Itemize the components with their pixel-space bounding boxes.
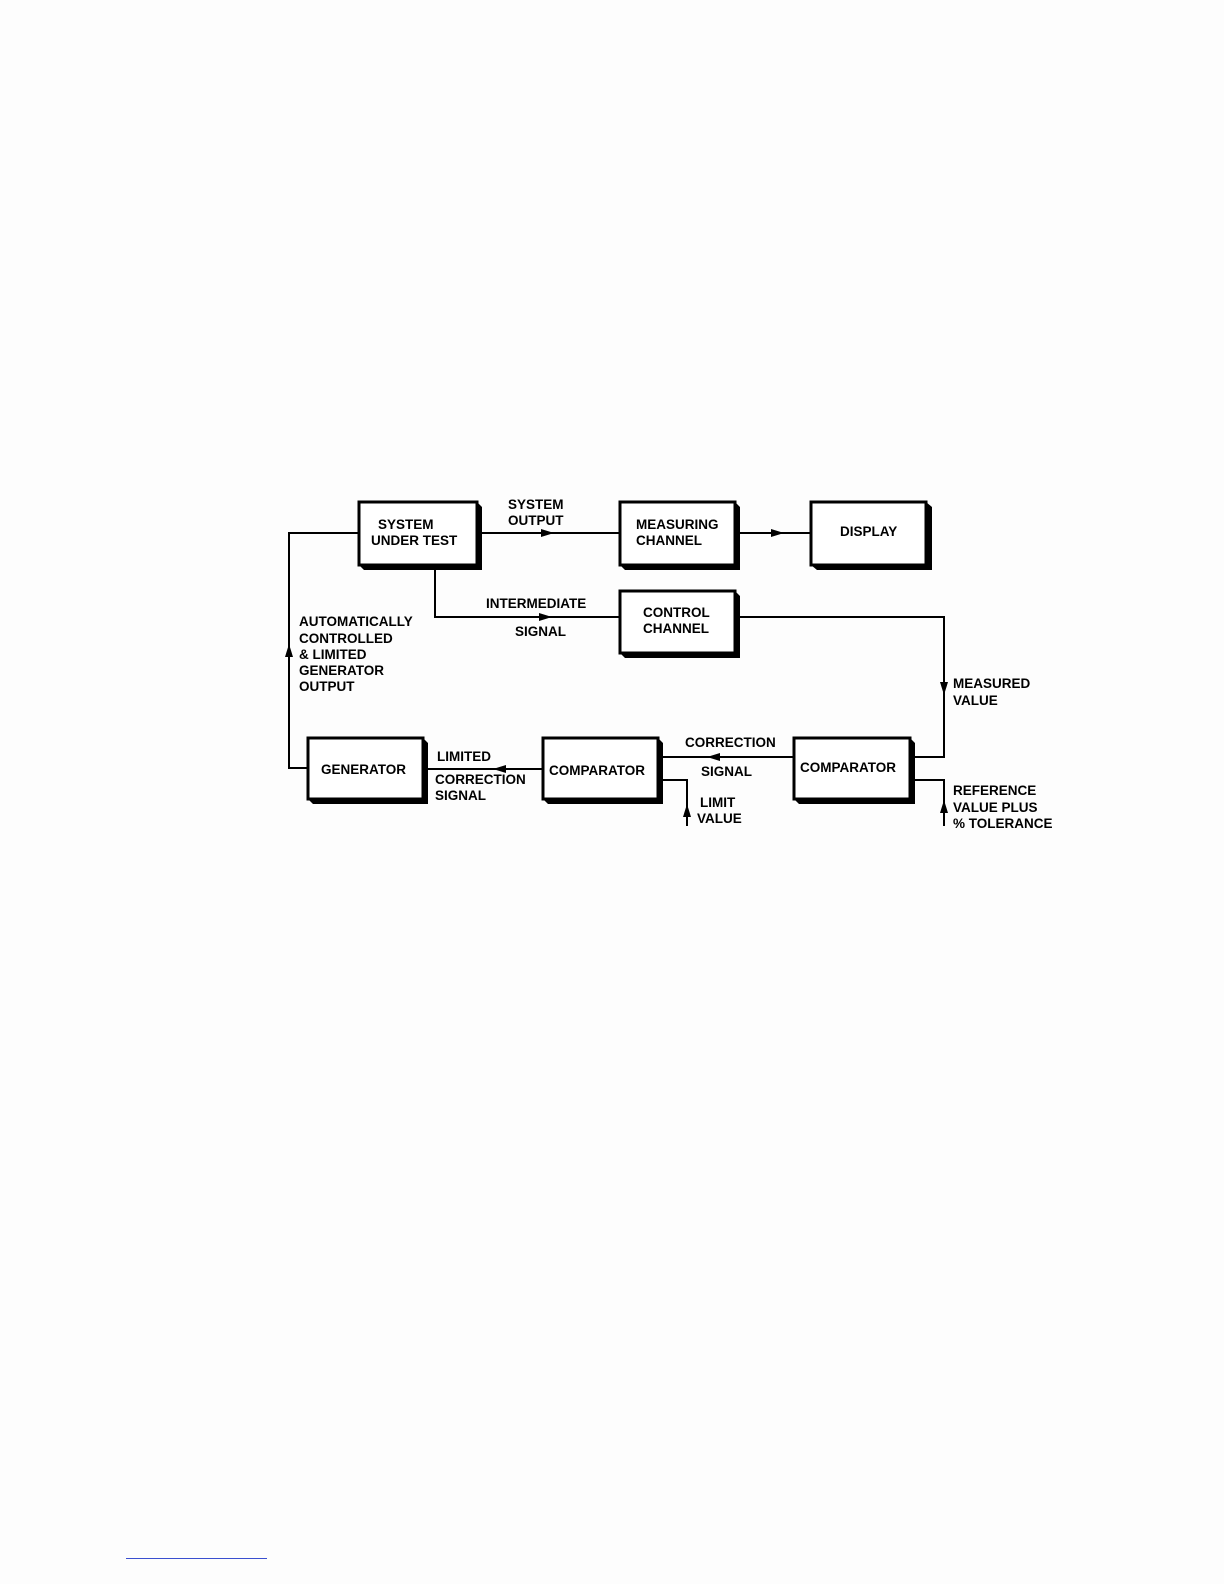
system-output-label: SYSTEM OUTPUT: [508, 497, 564, 528]
generator-output-label-line1: AUTOMATICALLY: [299, 614, 413, 629]
control-channel-label-line2: CHANNEL: [643, 621, 709, 636]
wire-reference-value: [915, 780, 944, 826]
generator-output-label-line5: OUTPUT: [299, 679, 355, 694]
reference-value-label-line3: % TOLERANCE: [953, 816, 1053, 831]
limit-value-label-line2: VALUE: [697, 811, 742, 826]
generator-output-label-line2: CONTROLLED: [299, 631, 393, 646]
arrow-intermediate-signal: [539, 613, 552, 621]
measuring-channel-block: MEASURING CHANNEL: [620, 502, 740, 570]
intermediate-signal-label-line1: INTERMEDIATE: [486, 596, 586, 611]
measured-value-label: MEASURED VALUE: [953, 676, 1031, 708]
svg-text:UNDER TEST: UNDER TEST: [371, 533, 458, 548]
limited-correction-signal-label: LIMITED CORRECTION SIGNAL: [435, 749, 526, 803]
limited-correction-label-line1: LIMITED: [437, 749, 491, 764]
measured-value-label-line2: VALUE: [953, 693, 998, 708]
comparator-right-block: COMPARATOR: [794, 738, 915, 804]
generator-output-label-line4: GENERATOR: [299, 663, 384, 678]
control-channel-block: CONTROL CHANNEL: [620, 591, 740, 658]
reference-value-label-line1: REFERENCE: [953, 783, 1036, 798]
comparator-left-label: COMPARATOR: [549, 763, 645, 778]
system-under-test-label-line2: UNDER TEST: [371, 533, 458, 548]
arrow-limit-value: [683, 804, 691, 817]
generator-output-label: AUTOMATICALLY CONTROLLED & LIMITED GENER…: [299, 614, 413, 694]
arrow-reference-value: [940, 800, 948, 813]
arrow-measuring-to-display: [771, 529, 784, 537]
svg-text:CHANNEL: CHANNEL: [643, 621, 709, 636]
system-output-label-line1: SYSTEM: [508, 497, 564, 512]
generator-block: GENERATOR: [308, 738, 428, 804]
system-under-test-label-line1: SYSTEM: [378, 517, 434, 532]
limited-correction-label-line2: CORRECTION: [435, 772, 526, 787]
footnote-separator: [126, 1558, 267, 1559]
arrow-system-output: [541, 529, 554, 537]
generator-label: GENERATOR: [321, 762, 406, 777]
limit-value-label: LIMIT VALUE: [697, 795, 742, 826]
svg-text:COMPARATOR: COMPARATOR: [800, 760, 896, 775]
limited-correction-label-line3: SIGNAL: [435, 788, 486, 803]
svg-text:DISPLAY: DISPLAY: [840, 524, 897, 539]
svg-text:MEASURING: MEASURING: [636, 517, 719, 532]
wire-limit-value: [663, 780, 687, 826]
arrow-correction-signal: [707, 753, 720, 761]
svg-text:CHANNEL: CHANNEL: [636, 533, 702, 548]
svg-text:CONTROL: CONTROL: [643, 605, 710, 620]
comparator-right-label: COMPARATOR: [800, 760, 896, 775]
arrow-generator-output: [285, 644, 293, 657]
system-output-label-line2: OUTPUT: [508, 513, 564, 528]
svg-text:GENERATOR: GENERATOR: [321, 762, 406, 777]
display-label: DISPLAY: [840, 524, 897, 539]
arrow-measured-value: [940, 682, 948, 695]
reference-value-label: REFERENCE VALUE PLUS % TOLERANCE: [953, 783, 1053, 831]
measuring-channel-label-line2: CHANNEL: [636, 533, 702, 548]
svg-text:SYSTEM: SYSTEM: [378, 517, 434, 532]
comparator-left-block: COMPARATOR: [543, 738, 663, 804]
reference-value-label-line2: VALUE PLUS: [953, 800, 1038, 815]
intermediate-signal-label-line2: SIGNAL: [515, 624, 566, 639]
limit-value-label-line1: LIMIT: [700, 795, 736, 810]
control-channel-label-line1: CONTROL: [643, 605, 710, 620]
svg-text:COMPARATOR: COMPARATOR: [549, 763, 645, 778]
measuring-channel-label-line1: MEASURING: [636, 517, 719, 532]
correction-signal-label-line2: SIGNAL: [701, 764, 752, 779]
correction-signal-label-line1: CORRECTION: [685, 735, 776, 750]
system-under-test-block: SYSTEM UNDER TEST: [359, 502, 482, 570]
generator-output-label-line3: & LIMITED: [299, 647, 367, 662]
measured-value-label-line1: MEASURED: [953, 676, 1031, 691]
display-block: DISPLAY: [811, 502, 932, 570]
